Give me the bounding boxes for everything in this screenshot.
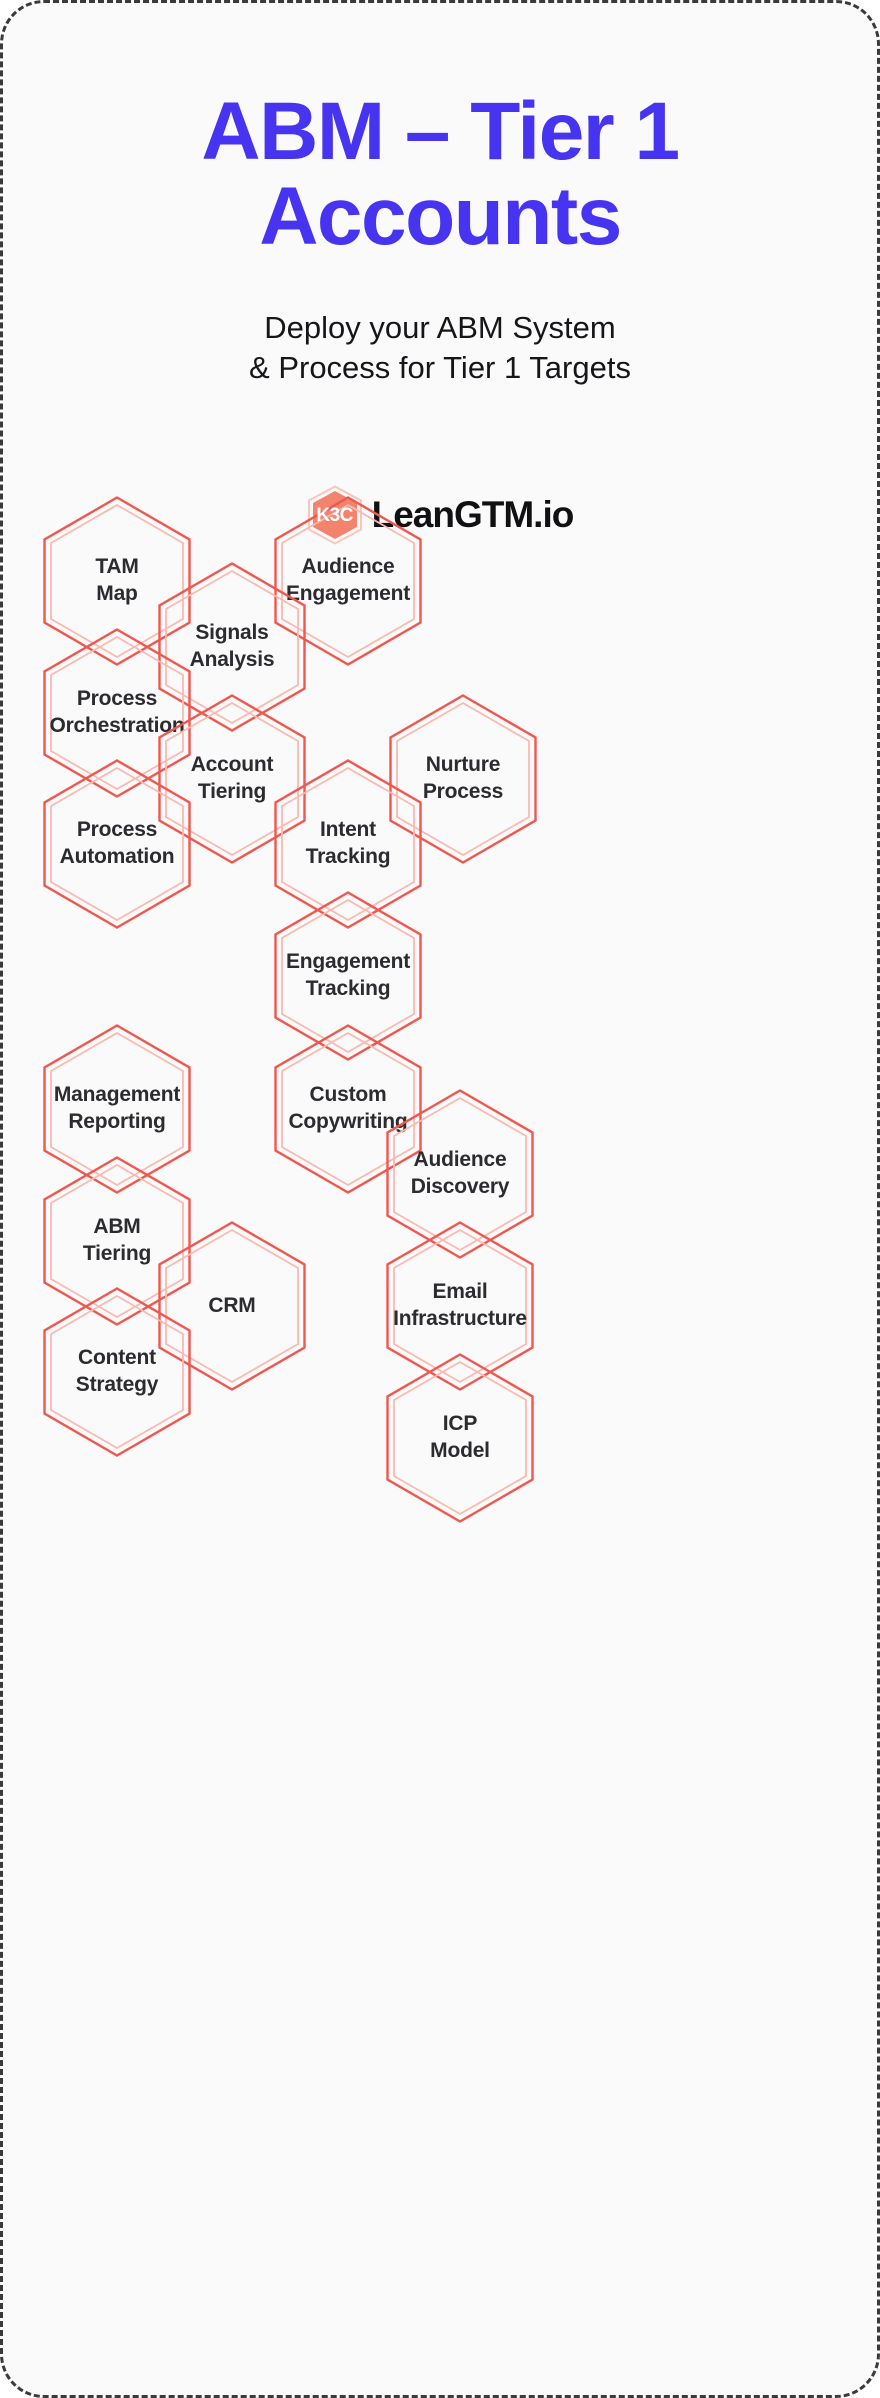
hexagon-label: Audience Discovery xyxy=(410,1148,510,1198)
hexagon-outline-icon xyxy=(43,1024,191,1194)
hexagon-outline-icon xyxy=(274,1024,422,1194)
hexagon-outline-icon xyxy=(386,1221,534,1391)
hexagon-label: Nurture Process xyxy=(422,753,504,803)
hexagon-outline-icon xyxy=(274,891,422,1061)
hexagon-label: Email Infrastructure xyxy=(393,1280,527,1330)
hexagon-management-reporting[interactable]: Management Reporting xyxy=(7,982,227,1236)
brand-name: LeanGTM.io xyxy=(371,494,575,536)
hexagon-custom-copywriting[interactable]: Custom Copywriting xyxy=(238,982,458,1236)
page-subtitle-line2: & Process for Tier 1 Targets xyxy=(249,350,631,386)
hexagon-label: Management Reporting xyxy=(53,1083,181,1133)
hexagon-outline-icon xyxy=(389,694,537,864)
hexagon-label: Process Orchestration xyxy=(49,687,185,737)
hexagon-outline-icon xyxy=(386,1089,534,1259)
hexagon-label: Account Tiering xyxy=(190,753,274,803)
hexagon-content-strategy[interactable]: Content Strategy xyxy=(7,1245,227,1499)
hexagon-email-infrastructure[interactable]: Email Infrastructure xyxy=(350,1179,570,1433)
hexagon-nurture-process[interactable]: Nurture Process xyxy=(353,652,573,906)
hexagon-crm[interactable]: CRM xyxy=(122,1179,342,1433)
hexagon-label: Signals Analysis xyxy=(189,621,275,671)
hexagon-label: Custom Copywriting xyxy=(288,1083,408,1133)
hexagon-label: ICP Model xyxy=(430,1412,490,1462)
hexagon-abm-tiering[interactable]: ABM Tiering xyxy=(7,1114,227,1368)
hexagon-label: Intent Tracking xyxy=(305,818,391,868)
hexagon-tam-map[interactable]: TAM Map xyxy=(7,454,227,708)
hexagon-icp-model[interactable]: ICP Model xyxy=(350,1311,570,1565)
hexagon-label: Process Automation xyxy=(59,818,175,868)
hexagon-label: CRM xyxy=(208,1293,256,1317)
hexagon-outline-icon xyxy=(158,1221,306,1391)
hexagon-outline-icon xyxy=(386,1353,534,1523)
hexagon-process-orchestration[interactable]: Process Orchestration xyxy=(7,586,227,840)
hexagon-outline-icon xyxy=(158,562,306,732)
page-title-line2: Accounts xyxy=(259,171,622,263)
hexagon-label: ABM Tiering xyxy=(82,1215,152,1265)
hexagon-outline-icon xyxy=(43,1287,191,1457)
k3c-mark-label: K3C xyxy=(316,504,353,526)
page-subtitle: Deploy your ABM System & Process for Tie… xyxy=(3,308,877,390)
hexagon-process-automation[interactable]: Process Automation xyxy=(7,717,227,971)
hexagon-outline-icon xyxy=(274,496,422,666)
page-subtitle-line1: Deploy your ABM System xyxy=(264,309,616,345)
hexagon-label: TAM Map xyxy=(95,555,139,605)
hexagon-account-tiering[interactable]: Account Tiering xyxy=(122,652,342,906)
page-title-line1: ABM – Tier 1 xyxy=(201,86,680,177)
hexagon-intent-tracking[interactable]: Intent Tracking xyxy=(238,717,458,971)
brand-logo: K3C LeanGTM.io xyxy=(3,485,877,545)
hexagon-audience-discovery[interactable]: Audience Discovery xyxy=(350,1047,570,1301)
hexagon-signals-analysis[interactable]: Signals Analysis xyxy=(122,520,342,774)
hexagon-outline-icon xyxy=(274,759,422,929)
hexagon-label: Content Strategy xyxy=(75,1346,159,1396)
hexagon-label: Engagement Tracking xyxy=(285,950,411,1000)
page-title: ABM – Tier 1 Accounts xyxy=(3,89,877,260)
header: ABM – Tier 1 Accounts Deploy your ABM Sy… xyxy=(3,3,877,389)
hexagon-audience-engagement[interactable]: Audience Engagement xyxy=(238,454,458,708)
k3c-hexagon-icon: K3C xyxy=(307,485,363,545)
hexagon-outline-icon xyxy=(43,628,191,798)
hexagon-engagement-tracking[interactable]: Engagement Tracking xyxy=(238,849,458,1103)
hexagon-outline-icon xyxy=(43,759,191,929)
hexagon-outline-icon xyxy=(158,694,306,864)
hexagon-label: Audience Engagement xyxy=(285,555,411,605)
hexagon-outline-icon xyxy=(43,1156,191,1326)
hexagon-outline-icon xyxy=(43,496,191,666)
